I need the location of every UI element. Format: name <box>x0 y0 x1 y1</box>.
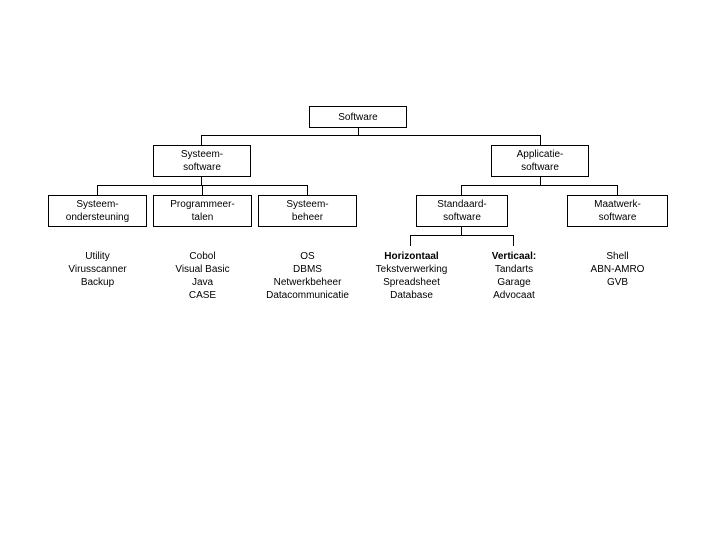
node-systeem-beheer: Systeem- beheer <box>258 195 357 227</box>
example-item: Shell <box>606 251 629 262</box>
example-item: ABN-AMRO <box>590 264 645 275</box>
examples-systeem-ondersteuning: Utility Virusscanner Backup <box>47 250 148 289</box>
example-item: CASE <box>188 290 217 301</box>
example-item: DBMS <box>293 264 322 275</box>
example-item: OS <box>300 251 315 262</box>
example-item: Spreadsheet <box>383 277 440 288</box>
verticaal-header: Verticaal: <box>491 251 537 262</box>
node-maatwerk-software: Maatwerk- software <box>567 195 668 227</box>
horizontaal-header: Horizontaal <box>384 251 439 262</box>
example-item: Java <box>191 277 214 288</box>
example-item: Utility <box>85 251 110 262</box>
node-systeem-software: Systeem- software <box>153 145 251 177</box>
example-item: Backup <box>80 277 115 288</box>
example-item: Visual Basic <box>175 264 230 275</box>
example-item: Datacommunicatie <box>266 290 349 301</box>
node-programmeertalen: Programmeer- talen <box>153 195 252 227</box>
example-item: Advocaat <box>493 290 535 301</box>
example-item: Cobol <box>189 251 216 262</box>
examples-horizontaal: Horizontaal Tekstverwerking Spreadsheet … <box>360 250 463 302</box>
example-item: GVB <box>606 277 629 288</box>
example-item: Tekstverwerking <box>375 264 448 275</box>
node-applicatie-software: Applicatie- software <box>491 145 589 177</box>
example-item: Virusscanner <box>68 264 127 275</box>
examples-maatwerk: Shell ABN-AMRO GVB <box>567 250 668 289</box>
example-item: Netwerkbeheer <box>273 277 342 288</box>
node-software: Software <box>309 106 407 128</box>
example-item: Garage <box>497 277 531 288</box>
node-systeem-ondersteuning: Systeem- ondersteuning <box>48 195 147 227</box>
examples-verticaal: Verticaal: Tandarts Garage Advocaat <box>472 250 556 302</box>
example-item: Tandarts <box>494 264 534 275</box>
examples-programmeertalen: Cobol Visual Basic Java CASE <box>152 250 253 302</box>
example-item: Database <box>390 290 433 301</box>
examples-systeem-beheer: OS DBMS Netwerkbeheer Datacommunicatie <box>252 250 363 302</box>
node-standaard-software: Standaard- software <box>416 195 508 227</box>
